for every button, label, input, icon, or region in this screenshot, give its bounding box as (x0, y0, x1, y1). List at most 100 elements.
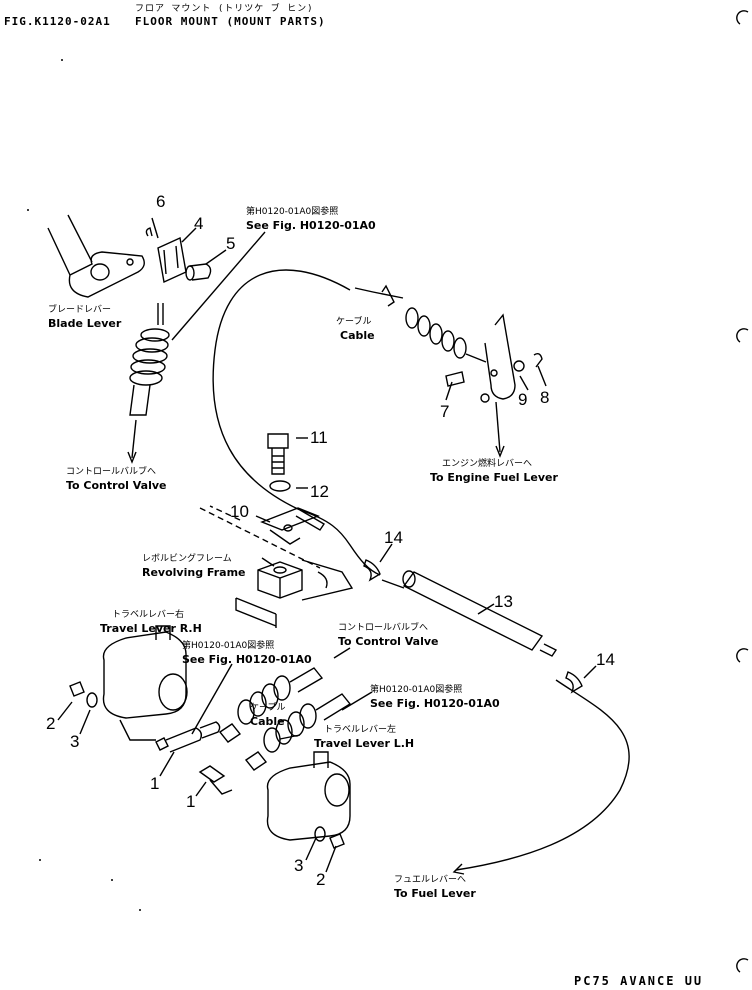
label-to-fuel-lever-en: To Fuel Lever (394, 887, 476, 900)
callout-2-left: 2 (46, 714, 56, 733)
label-revolving-frame-en: Revolving Frame (142, 566, 246, 579)
label-to-control-valve-left: コントロールバルブへ To Control Valve (66, 466, 166, 492)
callout-5: 5 (226, 234, 236, 253)
callout-1-rh: 1 (150, 774, 160, 793)
leader-6 (151, 217, 159, 239)
label-see-fig-mid: 第H0120-01A0図参照 See Fig. H0120-01A0 (182, 640, 312, 666)
label-to-engine-fuel-lever-en: To Engine Fuel Lever (430, 471, 558, 484)
binding-mark-bottom (736, 958, 749, 973)
label-see-fig-top: 第H0120-01A0図参照 See Fig. H0120-01A0 (246, 206, 376, 232)
binding-mark-mid (736, 328, 749, 343)
nut-2-left (69, 681, 85, 697)
label-see-fig-mid-jp: 第H0120-01A0図参照 (182, 641, 275, 651)
frame-dashed (199, 505, 321, 569)
label-to-engine-fuel-lever-jp: エンジン燃料レバーへ (442, 459, 533, 469)
leader-1-lh (195, 781, 207, 797)
label-travel-lever-rh: トラベルレバー右 Travel Lever R.H (100, 609, 202, 635)
clevis-4 (157, 236, 187, 284)
label-travel-lever-lh-en: Travel Lever L.H (314, 737, 415, 750)
binding-mark-lower (736, 648, 749, 663)
label-cable-mid-en: Cable (250, 715, 285, 728)
label-revolving-frame: レボルビングフレーム Revolving Frame (142, 553, 246, 579)
washer-9 (513, 360, 525, 372)
arrow-to-control-valve-right (333, 647, 351, 659)
callout-12: 12 (310, 482, 329, 501)
callout-9: 9 (518, 390, 528, 409)
nut-2-right (329, 833, 345, 849)
label-to-fuel-lever-jp: フュエルレバーへ (394, 875, 467, 885)
label-see-fig-top-jp: 第H0120-01A0図参照 (246, 207, 339, 217)
leader-14-upper (379, 543, 393, 563)
label-travel-lever-rh-jp: トラベルレバー右 (112, 610, 185, 620)
callout-3-left: 3 (70, 732, 80, 751)
travel-lever-lh (266, 751, 351, 841)
label-to-control-valve-left-en: To Control Valve (66, 479, 167, 492)
label-cable-top-jp: ケーブル (336, 317, 372, 327)
callout-2-right: 2 (316, 870, 326, 889)
leader-9 (519, 375, 529, 391)
scan-dots (27, 59, 141, 911)
travel-lever-rh (102, 625, 188, 741)
fuel-cable-13 (299, 509, 630, 875)
bracket-10 (260, 507, 325, 545)
leader-13 (477, 603, 495, 615)
revolving-frame-block (235, 559, 354, 628)
label-blade-lever: ブレードレバー Blade Lever (48, 304, 121, 330)
label-see-fig-mid-en: See Fig. H0120-01A0 (182, 653, 312, 666)
engine-fuel-cable (212, 269, 487, 511)
callout-6: 6 (156, 192, 166, 211)
label-to-fuel-lever: フュエルレバーへ To Fuel Lever (394, 874, 476, 900)
leader-8 (537, 365, 547, 387)
label-to-control-valve-right-en: To Control Valve (338, 635, 439, 648)
pin-7 (445, 371, 465, 387)
callout-4: 4 (194, 214, 204, 233)
arrow-to-control-valve-left (131, 419, 137, 459)
label-travel-lever-lh: トラベルレバー左 Travel Lever L.H (314, 724, 414, 750)
callout-14-upper: 14 (384, 528, 403, 547)
figure-number: FIG.K1120-02A1 (4, 15, 111, 28)
callout-14-lower: 14 (596, 650, 615, 669)
leader-1-rh (159, 751, 175, 777)
clip-14-upper (363, 559, 381, 582)
pin-5 (185, 263, 212, 281)
leader-5 (205, 249, 227, 265)
leader-10 (255, 515, 271, 523)
label-to-control-valve-right-jp: コントロールバルブへ (338, 623, 429, 633)
header-jp-title: フロア マウント (トリツケ ブ ヒン) (135, 4, 314, 14)
washer-3-left (86, 692, 98, 708)
leader-4 (181, 227, 197, 243)
callout-13: 13 (494, 592, 513, 611)
leader-7 (445, 381, 453, 401)
callout-11: 11 (310, 428, 328, 447)
label-to-control-valve-left-jp: コントロールバルブへ (66, 467, 157, 477)
callout-3-right: 3 (294, 856, 304, 875)
leader-see-fig-right (341, 691, 373, 711)
bolt-11 (267, 433, 289, 475)
leader-3-left (79, 709, 91, 735)
label-blade-lever-en: Blade Lever (48, 317, 122, 330)
label-cable-mid-jp: ケーブル (250, 703, 286, 713)
label-to-control-valve-right: コントロールバルブへ To Control Valve (338, 622, 438, 648)
label-revolving-frame-jp: レボルビングフレーム (142, 554, 232, 564)
label-to-engine-fuel-lever: エンジン燃料レバーへ To Engine Fuel Lever (430, 458, 558, 484)
cotter-pin-8 (533, 352, 543, 368)
cable-boot-mid-a (218, 667, 324, 743)
leader-revolving-frame (261, 557, 275, 567)
clip-14-lower (565, 671, 583, 694)
label-travel-lever-lh-jp: トラベルレバー左 (324, 725, 397, 735)
callout-10: 10 (230, 502, 249, 521)
label-see-fig-top-en: See Fig. H0120-01A0 (246, 219, 376, 232)
label-cable-mid: ケーブル Cable (250, 702, 285, 728)
washer-3-right (314, 826, 326, 842)
link-1-lh (198, 765, 233, 795)
link-1-rh (155, 721, 221, 753)
label-travel-lever-rh-en: Travel Lever R.H (100, 622, 202, 635)
model-footer: PC75 AVANCE UU (574, 974, 704, 988)
binding-mark-top (736, 10, 749, 25)
leader-3-right (305, 837, 317, 861)
label-cable-top-en: Cable (340, 329, 375, 342)
leader-cable-mid (279, 734, 301, 740)
page-title: FLOOR MOUNT (MOUNT PARTS) (135, 15, 326, 28)
leader-2-right (325, 845, 337, 873)
